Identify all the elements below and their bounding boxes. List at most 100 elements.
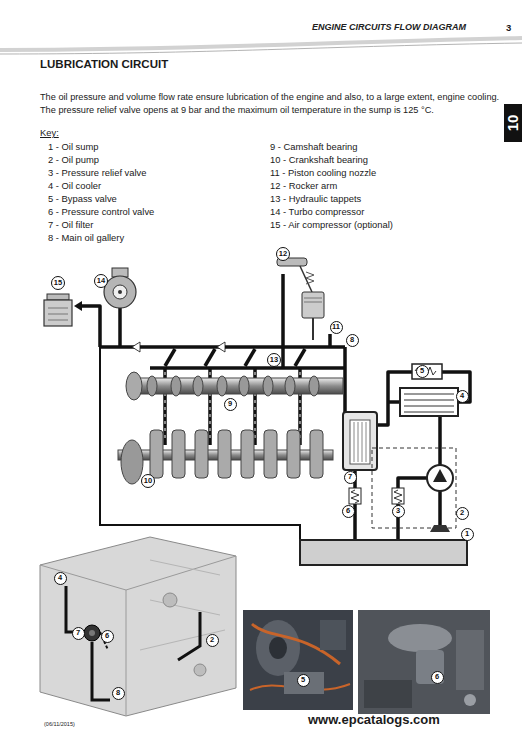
flow-arrow [74, 301, 225, 352]
engine-photo [388, 624, 452, 652]
engine-photo [358, 610, 490, 714]
callout-number: 6 [105, 632, 109, 640]
chapter-tab [504, 104, 522, 142]
callout-circle: 7 [72, 627, 85, 640]
camshaft [193, 376, 203, 396]
callout-number: 2 [460, 509, 464, 517]
callout-circle: 11 [330, 321, 343, 334]
engine-block-illustration [40, 556, 236, 716]
callout-circle: 6 [342, 505, 355, 518]
oil-line [328, 334, 332, 347]
camshaft [309, 376, 319, 396]
engine-block-illustration [163, 593, 177, 607]
engine-block-illustration [89, 630, 95, 636]
callout-number: 8 [116, 689, 120, 697]
flow-arrow [217, 342, 225, 352]
camshaft [239, 376, 249, 396]
camshaft [263, 376, 273, 396]
callout-circle: 6 [101, 630, 114, 643]
intro-paragraph: The oil pressure and volume flow rate en… [40, 91, 510, 116]
oil-pump [427, 465, 453, 491]
callout-circle: 4 [456, 390, 469, 403]
key-heading: Key: [40, 127, 59, 138]
turbo-compressor [113, 285, 127, 299]
key-item: 5 - Bypass valve [48, 193, 117, 204]
air-compressor [48, 308, 68, 320]
chapter-tab-number: 10 [503, 110, 522, 136]
callout-number: 6 [435, 673, 439, 681]
callout-number: 8 [350, 336, 354, 344]
spring-valve [349, 488, 361, 504]
key-item: 8 - Main oil gallery [48, 232, 124, 243]
bypass-valve [412, 364, 442, 379]
page-number: 3 [506, 22, 511, 33]
callout-circle: 6 [431, 671, 444, 684]
date-stamp: (06/11/2015) [44, 721, 75, 728]
oil-line [118, 308, 122, 347]
engine-block-illustration [40, 537, 236, 716]
engine-photo [243, 610, 353, 710]
oil-line [343, 347, 347, 412]
callout-circle: 8 [112, 687, 125, 700]
spring-valve [351, 490, 359, 503]
callout-circle: 5 [416, 365, 429, 378]
piston [312, 318, 314, 340]
key-item: 3 - Pressure relief valve [48, 167, 146, 178]
callout-number: 7 [76, 629, 80, 637]
oil-line [281, 274, 285, 368]
oil-cooler [404, 394, 454, 412]
rocker-arm [306, 272, 314, 284]
oil-line [295, 349, 305, 366]
engine-photo [284, 672, 324, 694]
oil-filter [343, 412, 377, 470]
callout-number: 12 [279, 250, 287, 258]
oil-pump [433, 469, 447, 482]
oil-line [80, 274, 470, 540]
piston [304, 298, 322, 302]
key-item: 9 - Camshaft bearing [270, 141, 358, 152]
oil-line [438, 416, 442, 465]
engine-photo [456, 630, 484, 690]
callout-circle: 7 [344, 471, 357, 484]
camshaft [217, 376, 227, 396]
rocker-arm [300, 266, 312, 292]
oil-sump [300, 540, 467, 565]
callout-number: 1 [465, 530, 469, 538]
oil-sump [430, 525, 450, 532]
chapter-tab [504, 104, 522, 142]
key-item: 7 - Oil filter [48, 219, 93, 230]
oil-line [205, 349, 215, 366]
header-swoosh [0, 38, 522, 50]
callout-number: 11 [332, 323, 340, 331]
callout-number: 10 [144, 477, 152, 485]
bypass-valve [412, 364, 442, 379]
engine-photo [416, 650, 444, 684]
rocker-arm [277, 258, 314, 292]
camshaft [126, 372, 142, 400]
crankshaft [195, 430, 208, 478]
engine-photo [358, 610, 490, 714]
callout-circle: 2 [456, 507, 469, 520]
callout-number: 7 [348, 473, 352, 481]
spring-valve [349, 488, 404, 504]
oil-line [388, 400, 400, 404]
oil-pump [427, 465, 453, 491]
key-item: 14 - Turbo compressor [270, 206, 364, 217]
crankshaft [150, 430, 163, 478]
callout-circle: 4 [54, 572, 67, 585]
oil-line [245, 349, 255, 366]
turbo-compressor [118, 290, 122, 294]
engine-block-illustration [84, 625, 100, 641]
oil-line [438, 491, 442, 526]
crankshaft [287, 430, 300, 478]
crankshaft [241, 430, 254, 478]
callout-number: 4 [460, 392, 464, 400]
pump-housing-outline [372, 448, 456, 528]
callout-number: 5 [301, 676, 305, 684]
crankshaft [218, 430, 231, 478]
key-item: 13 - Hydraulic tappets [270, 193, 361, 204]
air-compressor [44, 294, 72, 326]
callout-number: 5 [420, 367, 424, 375]
header-swoosh [0, 43, 522, 54]
callout-number: 6 [346, 507, 350, 515]
